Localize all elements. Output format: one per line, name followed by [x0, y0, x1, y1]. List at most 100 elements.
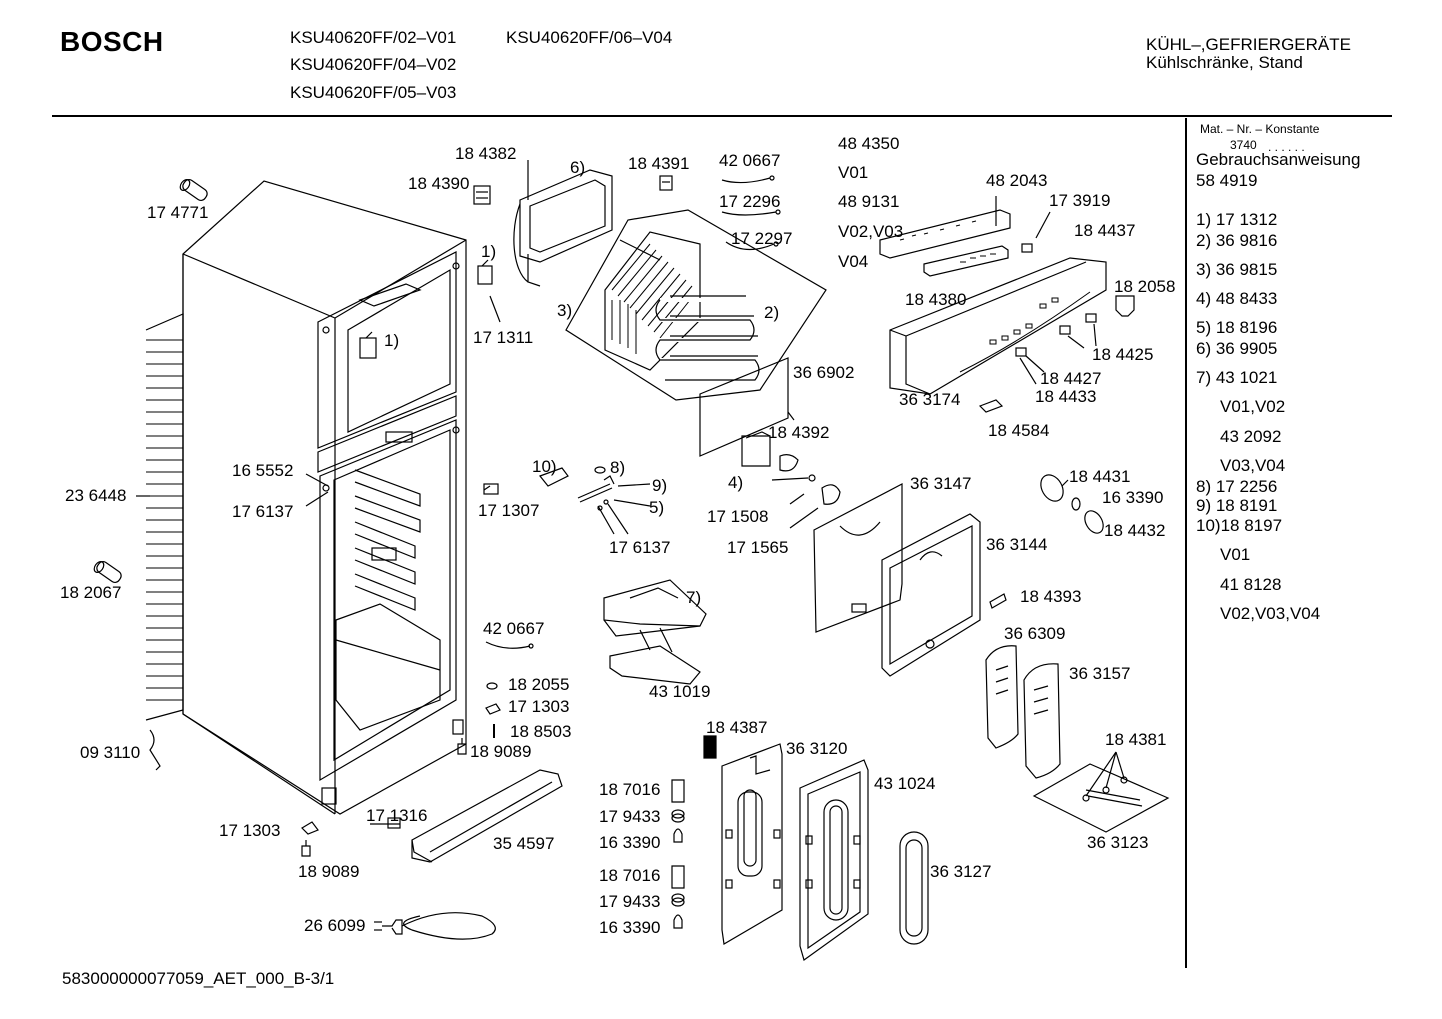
sidebar-item: 8) 17 2256: [1196, 477, 1278, 496]
hinge-part: [359, 331, 377, 359]
part-label: 09 3110: [80, 743, 141, 762]
part-label: 16 3390: [599, 833, 661, 852]
part-label: 17 4771: [147, 203, 209, 222]
door-small-parts: [671, 735, 717, 929]
part-label: 42 0667: [483, 619, 545, 638]
part-label: 18 4391: [628, 154, 690, 173]
control-panel-assembly: [879, 196, 1135, 413]
part-label: 16 3390: [1102, 488, 1164, 507]
grommet-part: [486, 682, 498, 690]
callout-label: 6): [570, 158, 586, 177]
part-label: 18 2058: [1114, 277, 1176, 296]
part-label: 17 9433: [599, 892, 661, 911]
part-label: 36 3123: [1087, 833, 1149, 852]
part-label: 18 4425: [1092, 345, 1154, 364]
fridge-cabinet: [145, 180, 467, 815]
part-label: 48 4350: [838, 134, 900, 153]
part-label: 18 4382: [455, 144, 517, 163]
part-label: 16 3390: [599, 918, 661, 937]
brand-logo: BOSCH: [60, 26, 164, 57]
sidebar-item: 2) 36 9816: [1196, 231, 1278, 250]
part-label: 18 9089: [470, 742, 532, 761]
sidebar-item: 6) 36 9905: [1196, 339, 1278, 358]
part-label: 18 4432: [1104, 521, 1166, 540]
part-label: 35 4597: [493, 834, 555, 853]
model-number: KSU40620FF/05–V03: [290, 83, 457, 102]
sidebar-item: 1) 17 1312: [1196, 210, 1278, 229]
sidebar-constant: 3740: [1230, 138, 1257, 152]
part-label: 36 3147: [910, 474, 972, 493]
part-label: 18 4433: [1035, 387, 1097, 406]
sidebar-item: V03,V04: [1220, 456, 1286, 475]
sidebar-item: 9) 18 8191: [1196, 496, 1278, 515]
door-bin: [1023, 663, 1061, 779]
part-label: 18 7016: [599, 866, 661, 885]
part-label: 18 4393: [1020, 587, 1082, 606]
callout-label: 4): [728, 473, 744, 492]
category-title: KÜHL–,GEFRIERGERÄTE: [1146, 35, 1351, 54]
part-label: 18 9089: [298, 862, 360, 881]
part-label: 17 6137: [609, 538, 671, 557]
sensor-wire: [485, 641, 531, 649]
part-label: 36 6309: [1004, 624, 1066, 643]
part-label: 18 4584: [988, 421, 1050, 440]
part-label: 17 1508: [707, 507, 769, 526]
part-label: 48 2043: [986, 171, 1048, 190]
part-label: 18 8503: [510, 722, 572, 741]
part-label: 43 1024: [874, 774, 936, 793]
sidebar-item: 4) 48 8433: [1196, 289, 1278, 308]
part-label: 18 4437: [1074, 221, 1136, 240]
part-label: 18 4381: [1105, 730, 1167, 749]
oval-cover: [899, 831, 929, 945]
category-subtitle: Kühlschränke, Stand: [1146, 53, 1303, 72]
door-bin: [985, 645, 1019, 749]
sidebar-item: 41 8128: [1220, 575, 1282, 594]
part-label: 18 4431: [1069, 467, 1131, 486]
part-label: 17 1565: [727, 538, 789, 557]
part-label: 36 3120: [786, 739, 848, 758]
part-label: 18 4427: [1040, 369, 1102, 388]
evaporator-assembly: [513, 160, 827, 401]
part-label: 36 3174: [899, 390, 961, 409]
model-number: KSU40620FF/06–V04: [506, 28, 673, 47]
shelf-support-part: [603, 579, 707, 685]
bracket-part: [485, 703, 501, 715]
part-label: 18 2067: [60, 583, 122, 602]
version-label: V04: [838, 252, 869, 271]
hinge-part: [477, 259, 501, 323]
part-label: 36 3144: [986, 535, 1048, 554]
callout-label: 10): [532, 457, 557, 476]
callout-label: 1): [384, 331, 400, 350]
callout-label: 9): [652, 476, 668, 495]
part-label: 17 2297: [731, 229, 793, 248]
sidebar-dots: . . . . . .: [1268, 140, 1305, 154]
sidebar-item: 7) 43 1021: [1196, 368, 1278, 387]
clip-part: [473, 175, 673, 205]
part-label: 17 9433: [599, 807, 661, 826]
callout-label: 8): [610, 458, 626, 477]
part-label: 17 1303: [219, 821, 281, 840]
sidebar-item: 5) 18 8196: [1196, 318, 1278, 337]
sidebar-item: V01,V02: [1220, 397, 1286, 416]
sidebar-item: 10)18 8197: [1196, 516, 1283, 535]
part-label: 48 9131: [838, 192, 900, 211]
part-label: 18 4390: [408, 174, 470, 193]
drain-tube: [149, 729, 161, 771]
part-label: 17 1316: [366, 806, 428, 825]
part-label: 18 4380: [905, 290, 967, 309]
part-label: 36 3127: [930, 862, 992, 881]
part-label: 23 6448: [65, 486, 127, 505]
part-label: 36 3157: [1069, 664, 1131, 683]
sidebar-heading: Mat. – Nr. – Konstante: [1200, 122, 1320, 136]
model-number: KSU40620FF/04–V02: [290, 55, 457, 74]
part-label: 17 1303: [508, 697, 570, 716]
back-plate-assembly: [699, 357, 841, 529]
callout-label: 1): [481, 242, 497, 261]
part-label: 26 6099: [304, 916, 366, 935]
version-label: V01: [838, 163, 869, 182]
version-label: V02,V03: [838, 222, 904, 241]
part-label: 18 7016: [599, 780, 661, 799]
latch-parts: [483, 466, 651, 535]
sidebar-manual-label: Gebrauchsanweisung: [1196, 150, 1361, 169]
